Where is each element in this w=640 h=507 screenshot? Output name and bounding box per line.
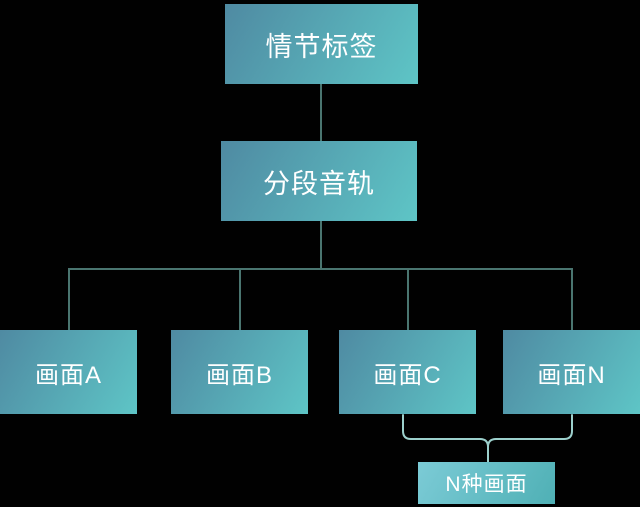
connector-root-to-track xyxy=(320,84,322,141)
node-frame-c: 画面C xyxy=(339,330,476,414)
node-plot-tags: 情节标签 xyxy=(225,4,418,84)
node-frame-c-label: 画面C xyxy=(373,361,442,389)
node-frame-b-label: 画面B xyxy=(205,361,273,389)
node-frame-n-label: 画面N xyxy=(537,361,606,389)
node-n-kinds-of-frames: N种画面 xyxy=(418,462,555,504)
node-plot-tags-label: 情节标签 xyxy=(265,31,378,62)
connector-drop-frame-c xyxy=(407,268,409,330)
brace-connector xyxy=(402,414,573,463)
node-segmented-track: 分段音轨 xyxy=(221,141,417,221)
connector-drop-frame-n xyxy=(571,268,573,330)
connector-drop-frame-b xyxy=(239,268,241,330)
connector-rail xyxy=(68,268,573,270)
node-frame-a: 画面A xyxy=(0,330,137,414)
node-frame-a-label: 画面A xyxy=(34,361,102,389)
node-frame-n: 画面N xyxy=(503,330,640,414)
node-n-kinds-of-frames-label: N种画面 xyxy=(445,473,528,496)
connector-drop-frame-a xyxy=(68,268,70,330)
node-frame-b: 画面B xyxy=(171,330,308,414)
node-segmented-track-label: 分段音轨 xyxy=(263,168,375,199)
connector-track-to-rail xyxy=(320,221,322,268)
